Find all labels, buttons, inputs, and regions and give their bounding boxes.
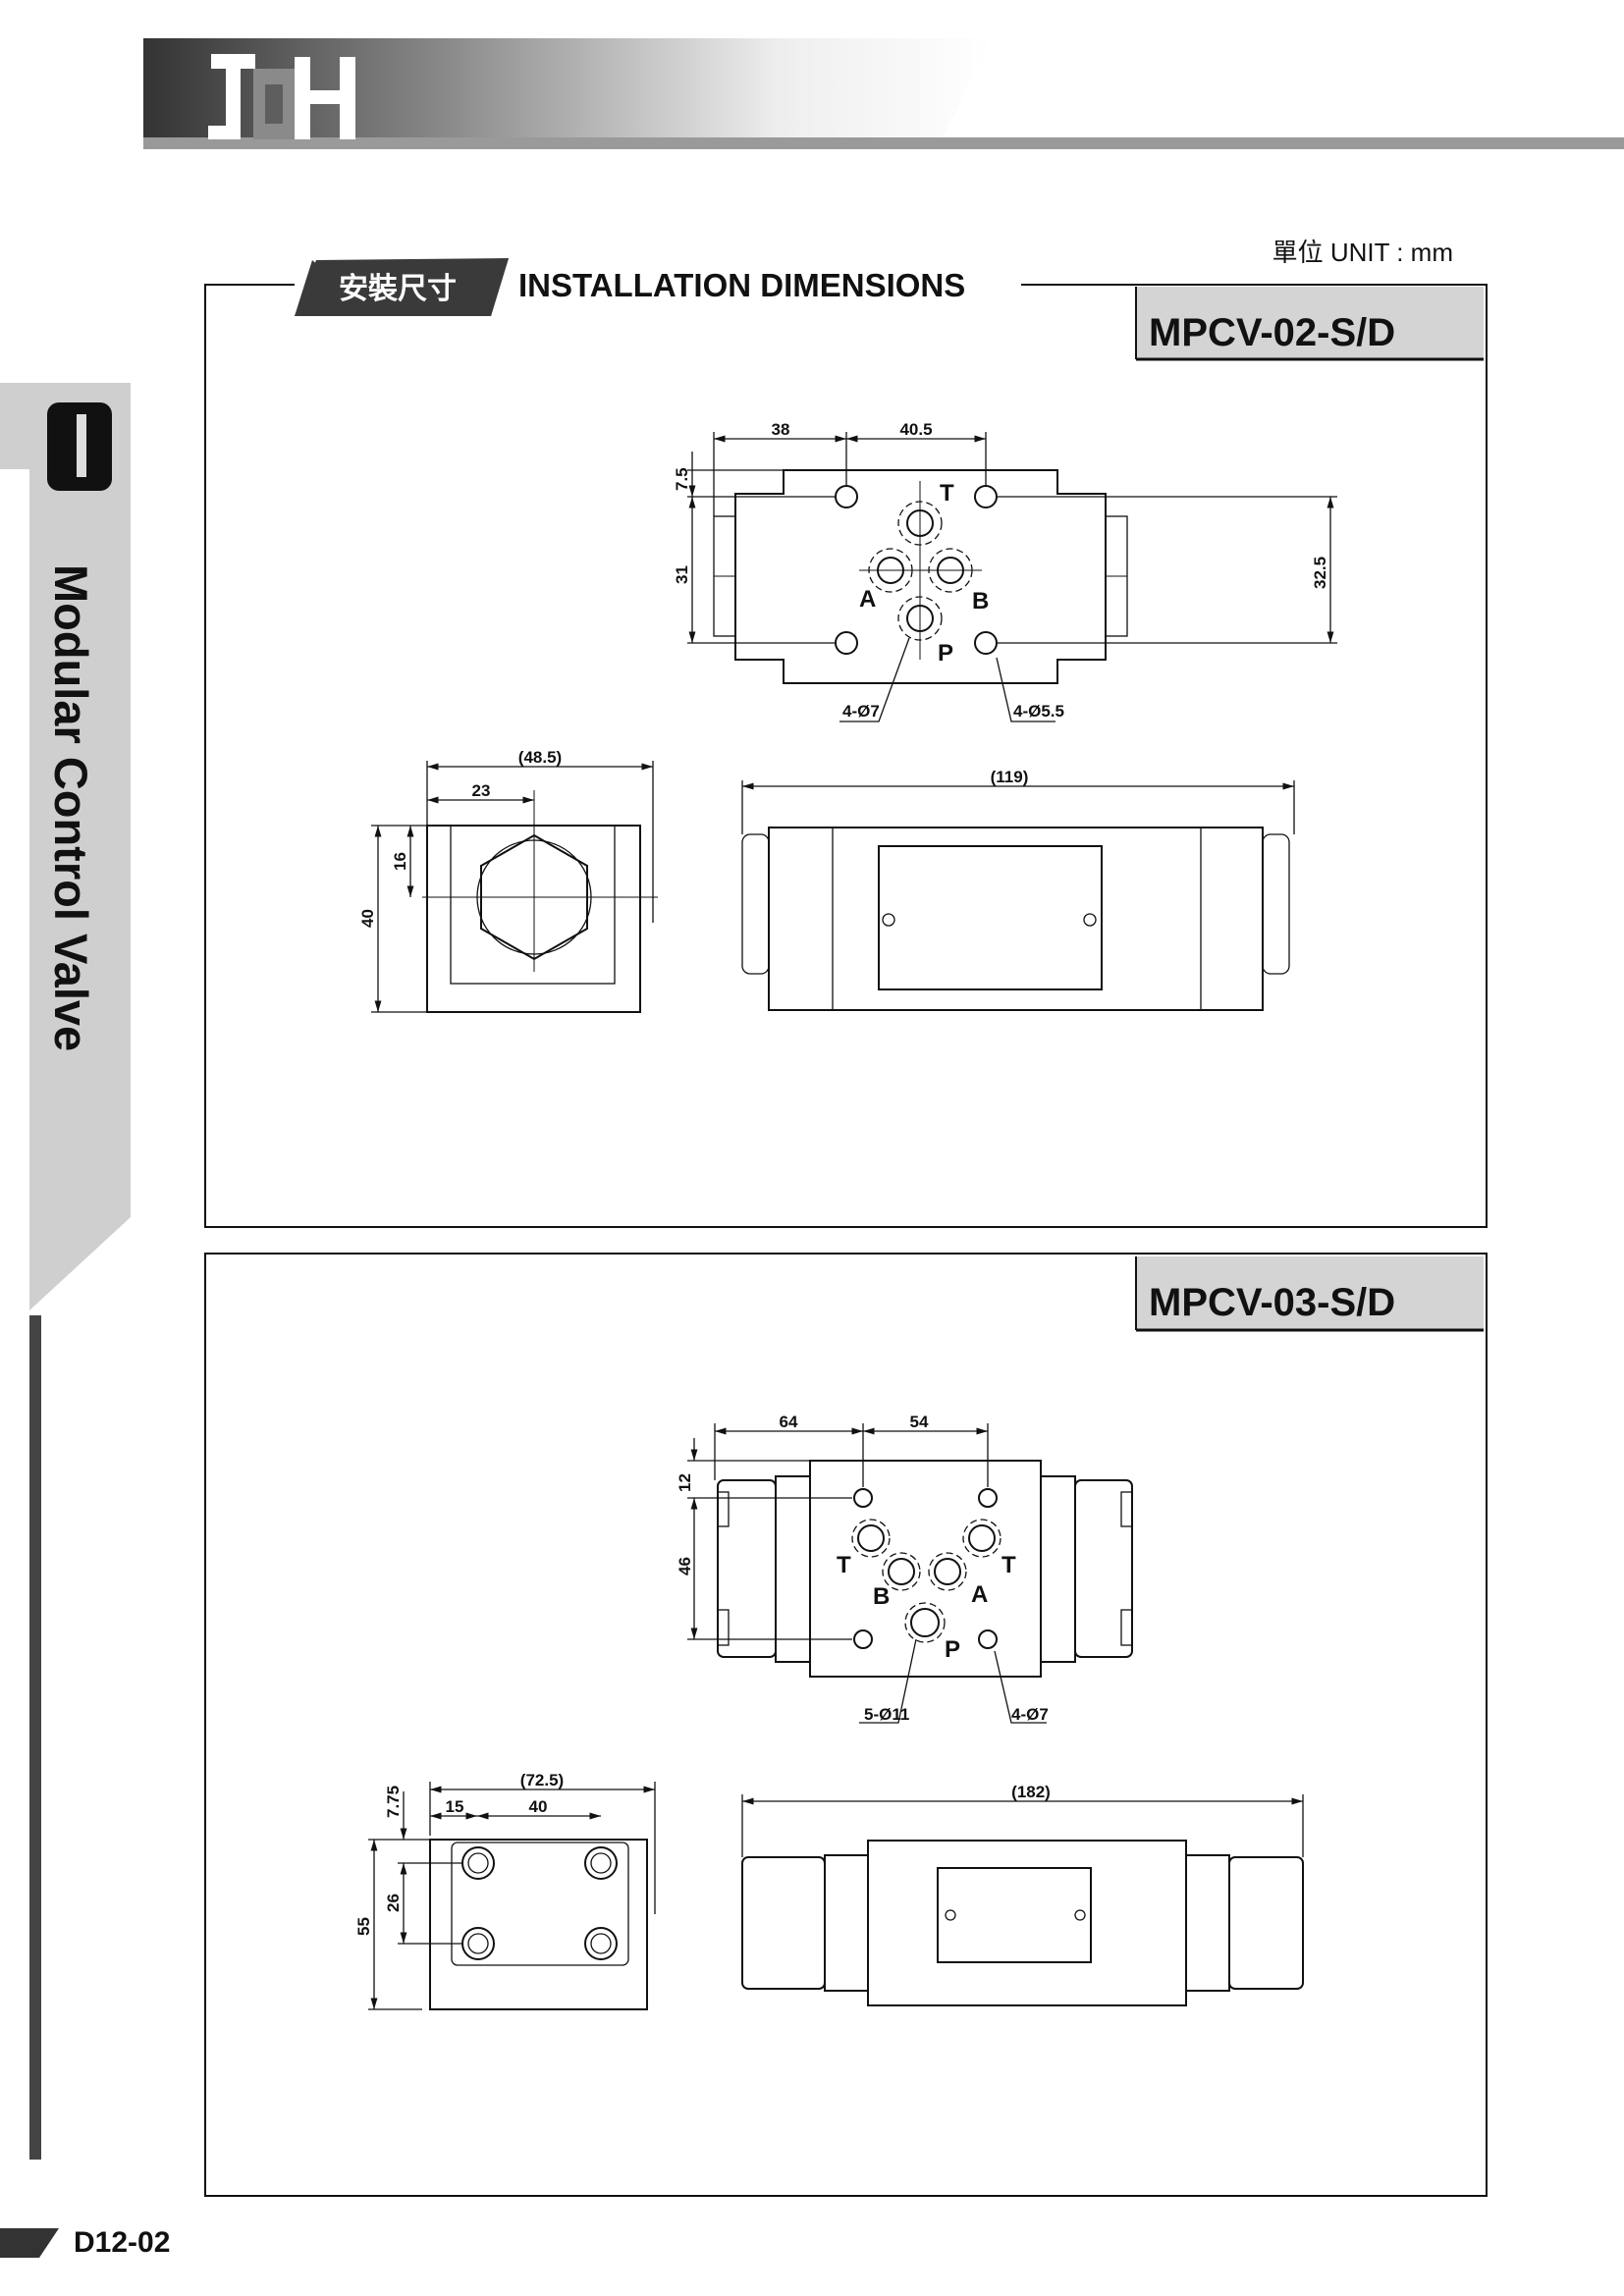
- dim-label: (182): [1011, 1783, 1051, 1801]
- side-view-02: (48.5) 23 40 16: [358, 748, 658, 1013]
- dim-label: 7.5: [673, 467, 691, 491]
- bolt-heads: [461, 1846, 618, 1960]
- side-tab: D Modular Control Valve: [0, 383, 131, 2160]
- title-cn: 安裝尺寸: [339, 272, 457, 306]
- dim-label: 55: [354, 1917, 373, 1936]
- port-a-label: A: [859, 586, 876, 613]
- dim-label: 16: [391, 852, 409, 871]
- dim-label: 46: [676, 1557, 694, 1575]
- dim-label: 40.5: [899, 420, 932, 439]
- port-t-label: T: [837, 1552, 851, 1578]
- nameplate: [878, 845, 1103, 990]
- unit-label: 單位 UNIT : mm: [1272, 238, 1453, 267]
- top-view-02: T A B P 4-Ø7 4-Ø5.5 38 40.5 7.5 31 32.5: [673, 420, 1337, 722]
- dim-label: 40: [529, 1797, 548, 1816]
- dim-label: 40: [358, 909, 377, 928]
- ports: [859, 481, 982, 660]
- footer-corner: [0, 2228, 59, 2258]
- top-view-03: T B A T P 5-Ø11 4-Ø7 64 54 12 46: [676, 1413, 1133, 1724]
- dim-label: 26: [384, 1894, 403, 1912]
- dim-label: (48.5): [518, 748, 562, 767]
- port-p-label: P: [938, 640, 953, 667]
- front-view-03: (182): [741, 1783, 1304, 2006]
- title-en: INSTALLATION DIMENSIONS: [518, 267, 965, 303]
- front-view-02: (119): [741, 768, 1295, 1011]
- panel-mpcv-03: MPCV-03-S/D T B A T P 5-Ø11 4-Ø7 6: [204, 1253, 1488, 2197]
- dim-label: 31: [673, 565, 691, 584]
- header-banner: [143, 38, 1624, 149]
- dim-label: 54: [910, 1413, 929, 1431]
- port-a-label: A: [971, 1581, 988, 1608]
- model-label-box: [1136, 1256, 1484, 1330]
- dim-label: 12: [676, 1473, 694, 1492]
- page-number: D12-02: [74, 2226, 170, 2259]
- side-view-03: (72.5) 15 40 7.75 26 55: [354, 1771, 656, 2010]
- hole-note: 4-Ø5.5: [1013, 702, 1064, 721]
- dim-label: 15: [446, 1797, 464, 1816]
- hole-note: 4-Ø7: [842, 702, 880, 721]
- dim-label: 38: [772, 420, 790, 439]
- dim-label: (72.5): [520, 1771, 564, 1789]
- model-label: MPCV-02-S/D: [1149, 311, 1395, 354]
- model-label-box: [1136, 287, 1484, 359]
- port-b-label: B: [873, 1583, 890, 1610]
- dim-label: 7.75: [384, 1786, 403, 1818]
- dim-label: 64: [780, 1413, 798, 1431]
- jgh-logo: [208, 54, 355, 139]
- nameplate: [937, 1867, 1092, 1963]
- port-t-label: T: [1001, 1552, 1016, 1578]
- side-tab-label: Modular Control Valve: [45, 564, 97, 1051]
- panel-mpcv-02: MPCV-02-S/D T A B P 4-Ø7 4-Ø5.5: [204, 284, 1488, 1228]
- hole-note: 4-Ø7: [1011, 1705, 1049, 1724]
- model-label: MPCV-03-S/D: [1149, 1281, 1395, 1324]
- port-t-label: T: [940, 480, 954, 507]
- dim-label: 23: [472, 781, 491, 800]
- port-b-label: B: [972, 588, 989, 614]
- hole-note: 5-Ø11: [864, 1705, 909, 1724]
- port-p-label: P: [945, 1636, 960, 1663]
- dim-label: (119): [991, 768, 1029, 786]
- dim-label: 32.5: [1311, 557, 1329, 589]
